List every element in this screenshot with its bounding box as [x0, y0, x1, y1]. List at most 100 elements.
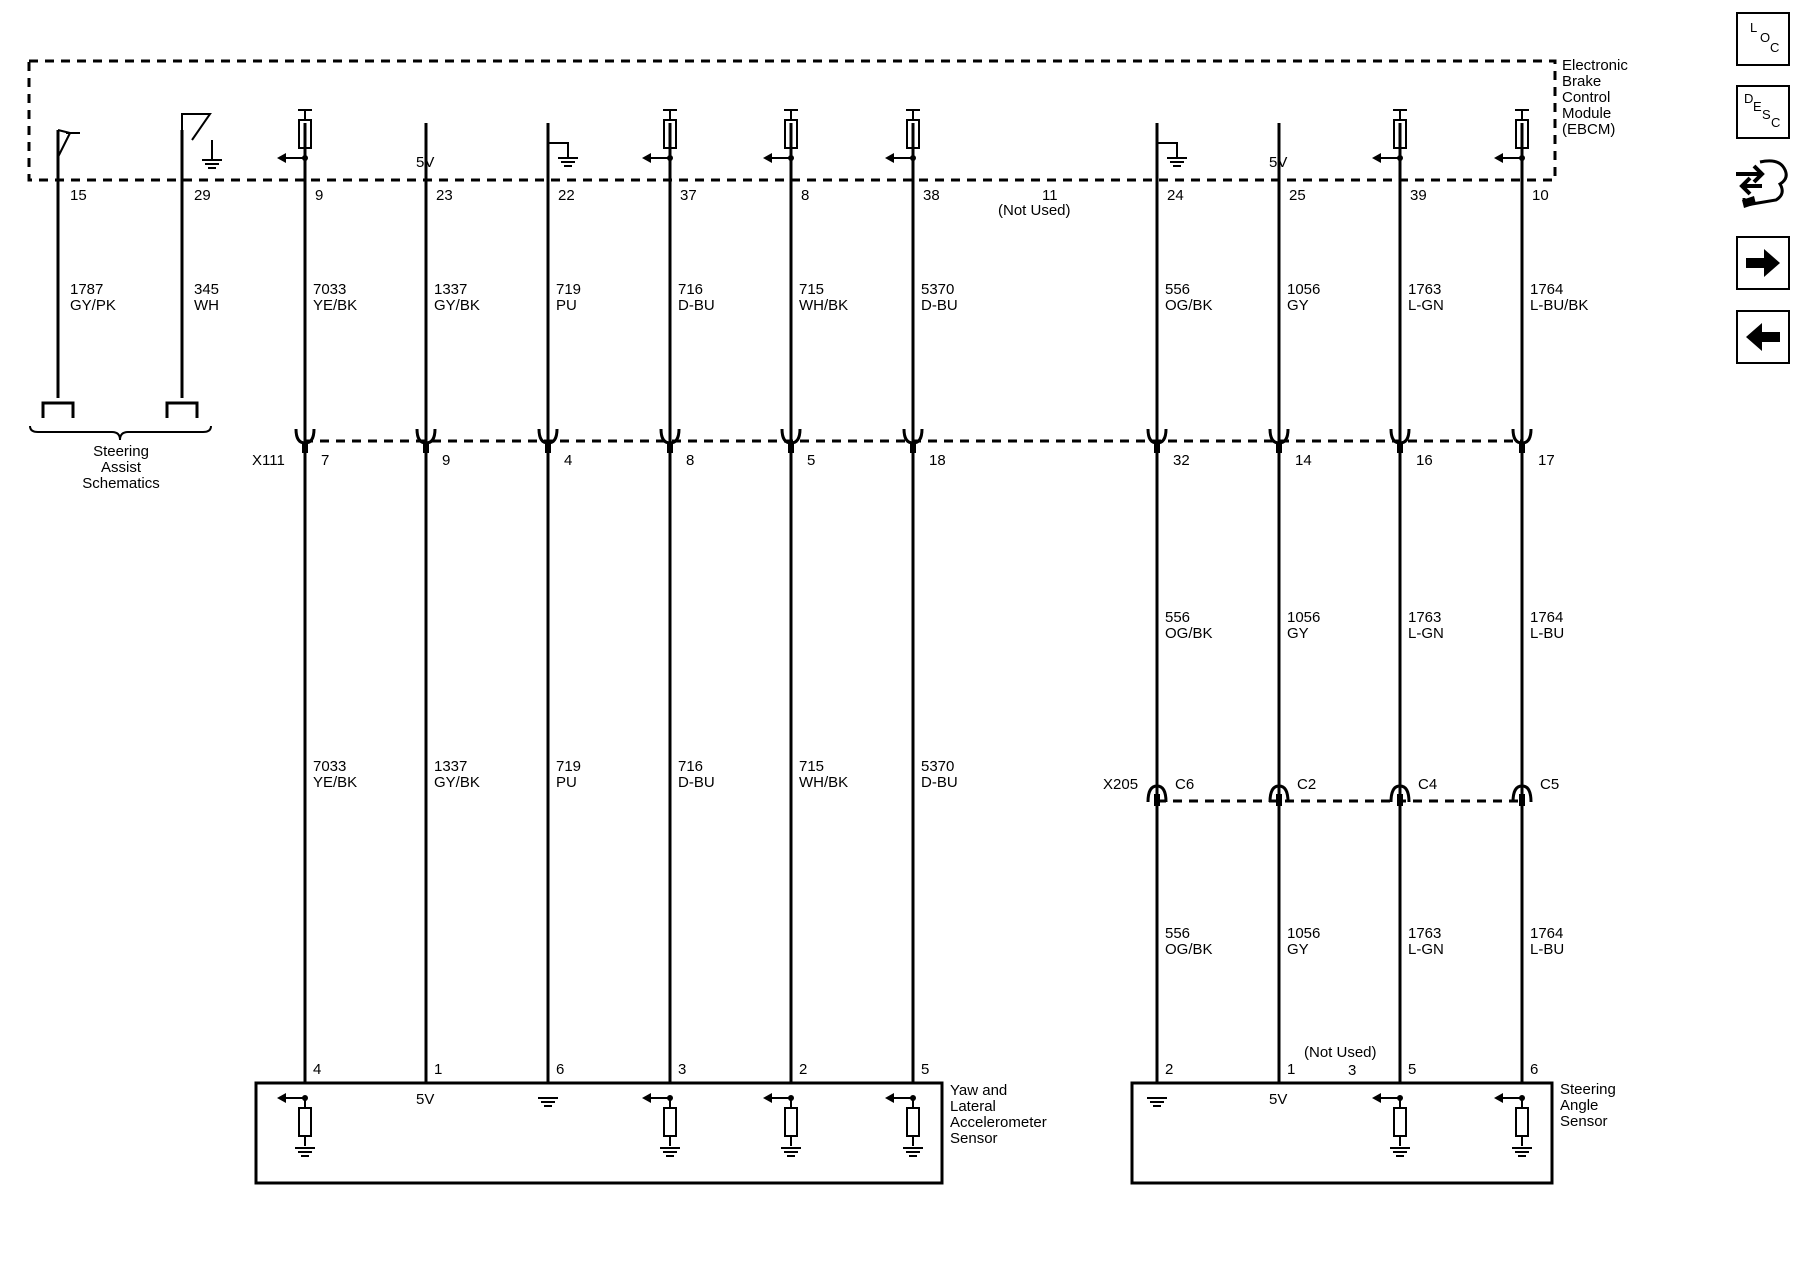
circuit-number: 5370	[921, 758, 954, 775]
voltage-label: 5V	[416, 154, 434, 171]
loc-button[interactable]: L O C	[1736, 12, 1790, 66]
wire-color: D-BU	[678, 297, 715, 314]
circuit-number: 1056	[1287, 925, 1320, 942]
voltage-label: 5V	[1269, 1091, 1287, 1108]
wire-layer: 151787GY/PK29345WH97033YE/BK77033YE/BK42…	[41, 109, 1588, 1157]
resistor-icon	[763, 109, 798, 163]
unused-pin-number: 11	[1042, 187, 1058, 204]
svg-text:Accelerometer: Accelerometer	[950, 1114, 1047, 1131]
sensor-pin-number: 1	[434, 1061, 442, 1078]
desc-letter: E	[1753, 99, 1762, 114]
x205-pin-number: C5	[1540, 776, 1559, 793]
circuit-number: 556	[1165, 281, 1190, 298]
circuit-number: 1763	[1408, 925, 1441, 942]
angle-sensor-unused-note: (Not Used)	[1304, 1044, 1377, 1061]
connector-pin-icon	[902, 428, 924, 453]
ebcm-pin-number: 23	[436, 187, 453, 204]
connector-pin-icon	[294, 428, 316, 453]
circuit-number: 716	[678, 758, 703, 775]
circuit-number: 719	[556, 758, 581, 775]
connector-pin-icon	[1268, 784, 1290, 806]
wire-color: GY	[1287, 941, 1309, 958]
sensor-pin-number: 4	[313, 1061, 321, 1078]
ebcm-pin-number: 8	[801, 187, 809, 204]
circuit-number: 1764	[1530, 925, 1563, 942]
circuit-number: 556	[1165, 925, 1190, 942]
x111-pin-number: 17	[1538, 452, 1555, 469]
svg-text:Yaw and: Yaw and	[950, 1082, 1007, 1099]
wire-color: L-BU	[1530, 941, 1564, 958]
wire-color: L-GN	[1408, 625, 1444, 642]
ground-icon	[202, 159, 222, 169]
resistor-icon	[1372, 1093, 1407, 1146]
wire-color: L-GN	[1408, 941, 1444, 958]
ground-icon	[1512, 1147, 1532, 1157]
ground-icon	[903, 1147, 923, 1157]
wire-color: OG/BK	[1165, 941, 1213, 958]
x111-label: X111	[252, 452, 285, 469]
resistor-icon	[885, 1093, 920, 1146]
ebcm-pin-number: 39	[1410, 187, 1427, 204]
connector-block-icon	[41, 401, 75, 418]
resistor-icon	[885, 109, 920, 163]
wire-color: L-BU/BK	[1530, 297, 1588, 314]
ground-icon	[547, 142, 578, 180]
resistor-icon	[1494, 109, 1529, 163]
wire-color: OG/BK	[1165, 625, 1213, 642]
ground-icon	[538, 1097, 558, 1107]
x111-pin-number: 4	[564, 452, 572, 469]
wire-color: D-BU	[678, 774, 715, 791]
wire-color: YE/BK	[313, 297, 357, 314]
connector-view-button[interactable]	[1732, 152, 1792, 212]
loc-letter: C	[1770, 40, 1779, 55]
angle-sensor-unused-pin: 3	[1348, 1062, 1356, 1079]
switch-icon	[57, 132, 71, 158]
circuit-number: 345	[194, 281, 219, 298]
angle-sensor-label: Steering Angle Sensor	[1560, 1081, 1616, 1130]
connector-pin-icon	[780, 428, 802, 453]
connector-pin-icon	[1511, 428, 1533, 453]
ebcm-pin-number: 22	[558, 187, 575, 204]
steering-assist-label: Steering Assist Schematics	[82, 443, 160, 492]
x111-pin-number: 18	[929, 452, 946, 469]
connector-tool-icon	[1736, 159, 1788, 208]
ground-icon	[295, 1147, 315, 1157]
resistor-icon	[277, 109, 312, 163]
arrow-left-icon	[1746, 323, 1780, 351]
wire-color: WH	[194, 297, 219, 314]
wire-color: PU	[556, 774, 577, 791]
wire-color: YE/BK	[313, 774, 357, 791]
resistor-icon	[642, 1093, 677, 1146]
unused-pin-note: (Not Used)	[998, 202, 1071, 219]
wire-color: GY/BK	[434, 297, 480, 314]
wire-color: D-BU	[921, 774, 958, 791]
sensor-pin-number: 1	[1287, 1061, 1295, 1078]
x111-pin-number: 16	[1416, 452, 1433, 469]
wire-color: D-BU	[921, 297, 958, 314]
desc-button[interactable]: D E S C	[1736, 85, 1790, 139]
circuit-number: 1056	[1287, 609, 1320, 626]
ebcm-label-line: Electronic	[1562, 57, 1628, 74]
x111-pin-number: 32	[1173, 452, 1190, 469]
circuit-number: 716	[678, 281, 703, 298]
x205-pin-number: C6	[1175, 776, 1194, 793]
x205-pin-number: C2	[1297, 776, 1316, 793]
previous-page-button[interactable]	[1736, 310, 1790, 364]
next-page-button[interactable]	[1736, 236, 1790, 290]
connector-pin-icon	[1511, 784, 1533, 806]
ebcm-pin-number: 25	[1289, 187, 1306, 204]
circuit-number: 1787	[70, 281, 103, 298]
svg-text:Lateral: Lateral	[950, 1098, 996, 1115]
resistor-icon	[763, 1093, 798, 1146]
resistor-icon	[277, 1093, 312, 1146]
connector-pin-icon	[1268, 428, 1290, 453]
voltage-label: 5V	[1269, 154, 1287, 171]
ground-icon	[1147, 1097, 1167, 1107]
ebcm-pin-number: 38	[923, 187, 940, 204]
svg-text:Assist: Assist	[101, 459, 142, 476]
svg-text:Schematics: Schematics	[82, 475, 160, 492]
connector-pin-icon	[1146, 784, 1168, 806]
arrow-right-icon	[1746, 249, 1780, 277]
resistor-icon	[1494, 1093, 1529, 1146]
